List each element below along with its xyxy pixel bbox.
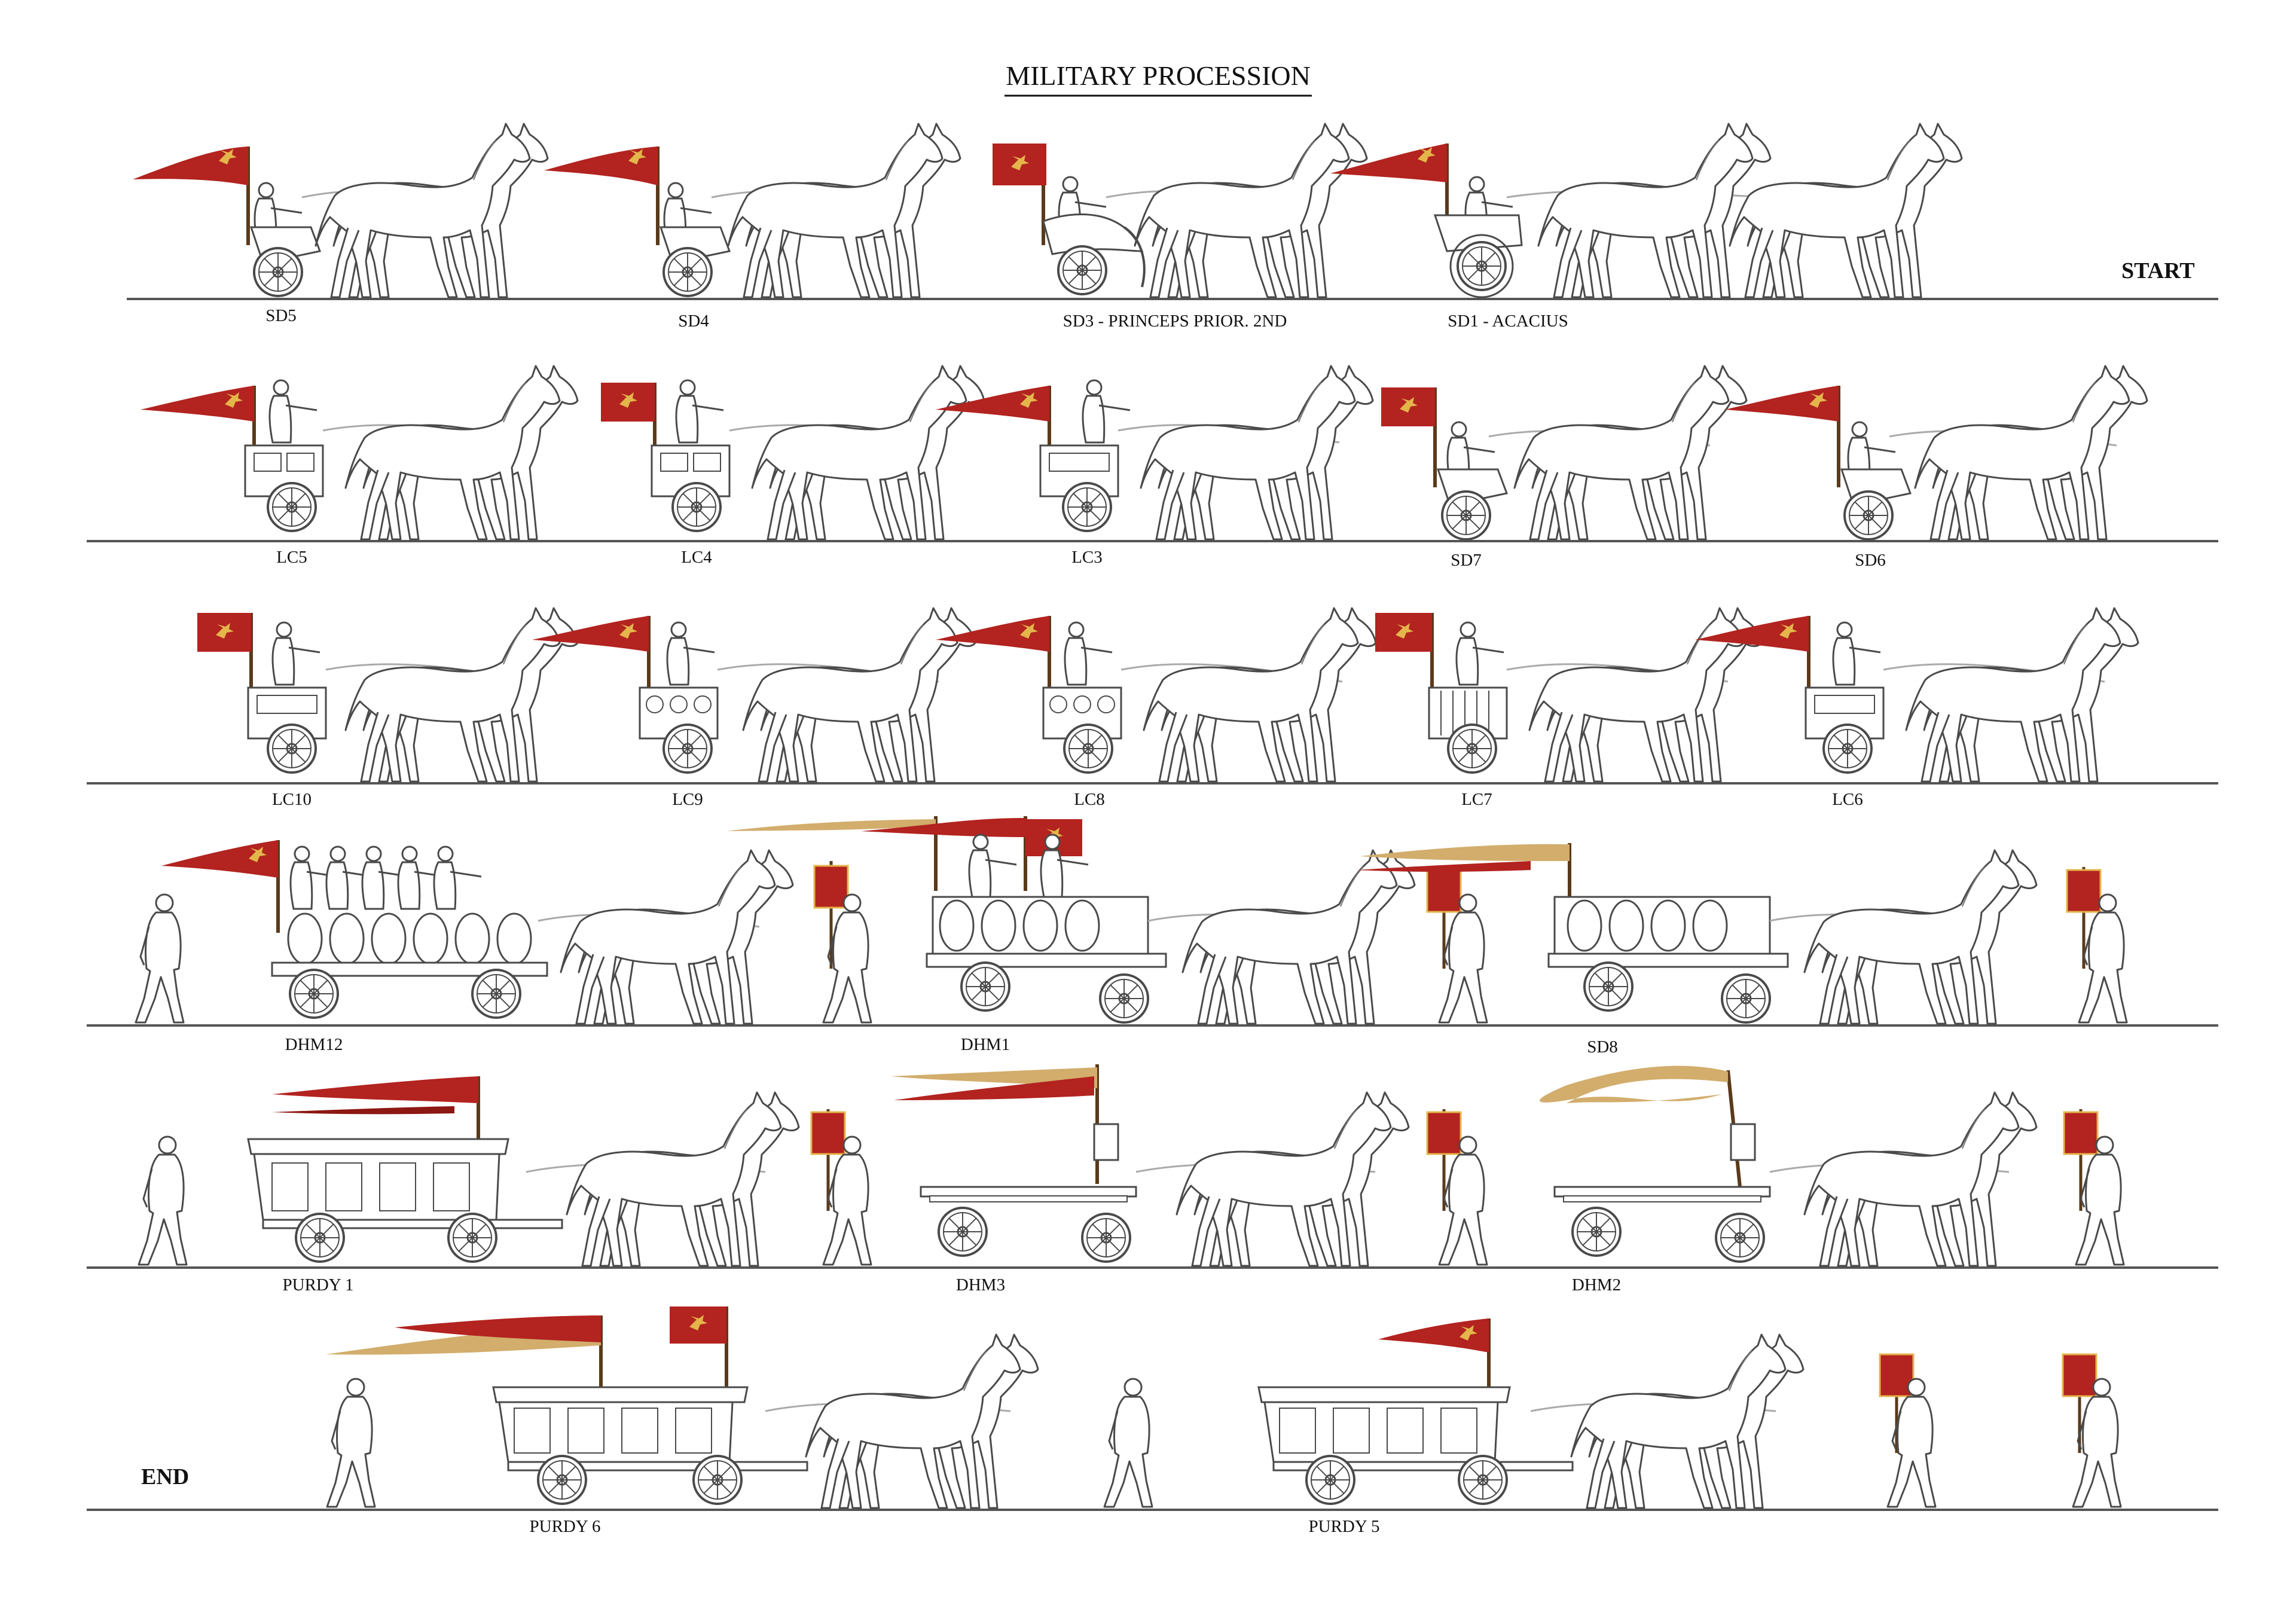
unit-label: DHM12 (285, 1035, 343, 1054)
soldier-figure (138, 1135, 188, 1266)
start-label: START (2121, 258, 2195, 283)
unit-sd3: SD3 - PRINCEPS PRIOR. 2ND (993, 123, 1368, 331)
pennant-banner (1725, 386, 1839, 422)
unit-label: SD4 (678, 312, 709, 331)
unit-purdy-5: PURDY 5 (1257, 1318, 1805, 1536)
red-streamer-banner (272, 1106, 454, 1115)
red-streamer-banner (272, 1076, 478, 1103)
pennant-banner (936, 386, 1049, 422)
unit-label: SD7 (1451, 551, 1482, 570)
unit-label: LC9 (672, 790, 703, 809)
unit-dhm3: DHM3 (891, 1064, 1410, 1295)
unit-label: LC4 (681, 548, 712, 567)
unit-label: PURDY 5 (1309, 1517, 1380, 1536)
unit-label: LC7 (1461, 790, 1492, 809)
unit-label: LC5 (276, 548, 307, 567)
unit-lc9: LC9 (532, 607, 976, 809)
unit-label: LC8 (1074, 790, 1105, 809)
unit-sd4: SD4 (544, 123, 961, 331)
pennant-banner (532, 616, 649, 652)
pennant-banner (1330, 144, 1447, 182)
unit-label: SD6 (1855, 551, 1886, 570)
unit-label: SD5 (265, 306, 297, 325)
unit-label: SD8 (1587, 1037, 1618, 1057)
soldier-standard-bearer (813, 861, 872, 1024)
red-streamer-banner (1357, 861, 1531, 872)
unit-label: DHM3 (956, 1275, 1005, 1295)
soldier-standard-bearer (810, 1109, 872, 1266)
unit-label: LC10 (272, 790, 312, 809)
unit-label: LC3 (1071, 548, 1103, 567)
soldier-figure (1103, 1378, 1153, 1508)
unit-sd1: SD1 - ACACIUS (1330, 123, 1963, 331)
unit-lc10: LC10 (197, 607, 579, 809)
unit-label: DHM2 (1572, 1275, 1621, 1295)
unit-dhm12: DHM12 (161, 840, 794, 1054)
unit-sd5: SD5 (133, 123, 549, 325)
gold-streamer-banner (726, 819, 936, 831)
red-streamer-banner (894, 1076, 1094, 1100)
unit-label: SD3 - PRINCEPS PRIOR. 2ND (1063, 312, 1287, 331)
pennant-banner (544, 146, 658, 185)
pennant-banner (1378, 1318, 1489, 1353)
unit-sd7: SD7 (1381, 365, 1748, 570)
soldier-standard-bearer (1879, 1353, 1937, 1508)
page-title: MILITARY PROCESSION (1006, 60, 1311, 91)
unit-lc3: LC3 (936, 365, 1374, 567)
ground-lines (87, 298, 2218, 1511)
unit-label: PURDY 1 (283, 1275, 354, 1295)
unit-sd8: SD8 (1357, 843, 2038, 1057)
unit-lc5: LC5 (141, 365, 579, 567)
red-streamer-banner (861, 818, 1025, 837)
soldier-standard-bearer (2063, 1109, 2125, 1266)
unit-label: SD1 - ACACIUS (1448, 312, 1568, 331)
soldier-standard-bearer (1426, 867, 1488, 1024)
soldier-standard-bearer (1426, 1109, 1488, 1266)
pennant-banner (1695, 616, 1809, 652)
unit-lc6: LC6 (1695, 607, 2139, 809)
unit-lc8: LC8 (936, 607, 1377, 809)
unit-purdy-1: PURDY 1 (247, 1076, 800, 1295)
gold-streamer-banner (1360, 844, 1570, 861)
unit-sd6: SD6 (1725, 365, 2148, 570)
pennant-banner (161, 840, 278, 878)
pennant-banner (936, 616, 1049, 652)
soldier-figure (135, 893, 185, 1024)
unit-label: LC6 (1832, 790, 1863, 809)
soldier-figure (326, 1378, 376, 1508)
gold-streamer-banner (1540, 1066, 1728, 1103)
soldier-standard-bearer (2066, 867, 2128, 1024)
red-streamer-banner (395, 1315, 601, 1342)
unit-lc7: LC7 (1375, 607, 1763, 809)
unit-label: DHM1 (961, 1035, 1010, 1054)
pennant-banner (141, 386, 254, 422)
end-label: END (141, 1464, 189, 1489)
soldier-standard-bearer (2062, 1353, 2122, 1508)
unit-dhm2: DHM2 (1540, 1066, 2038, 1295)
pennant-banner (133, 146, 248, 185)
unit-lc4: LC4 (601, 365, 985, 567)
unit-dhm1: DHM1 (726, 816, 1416, 1054)
unit-label: PURDY 6 (530, 1517, 601, 1536)
unit-purdy-6: PURDY 6 (326, 1306, 1039, 1536)
